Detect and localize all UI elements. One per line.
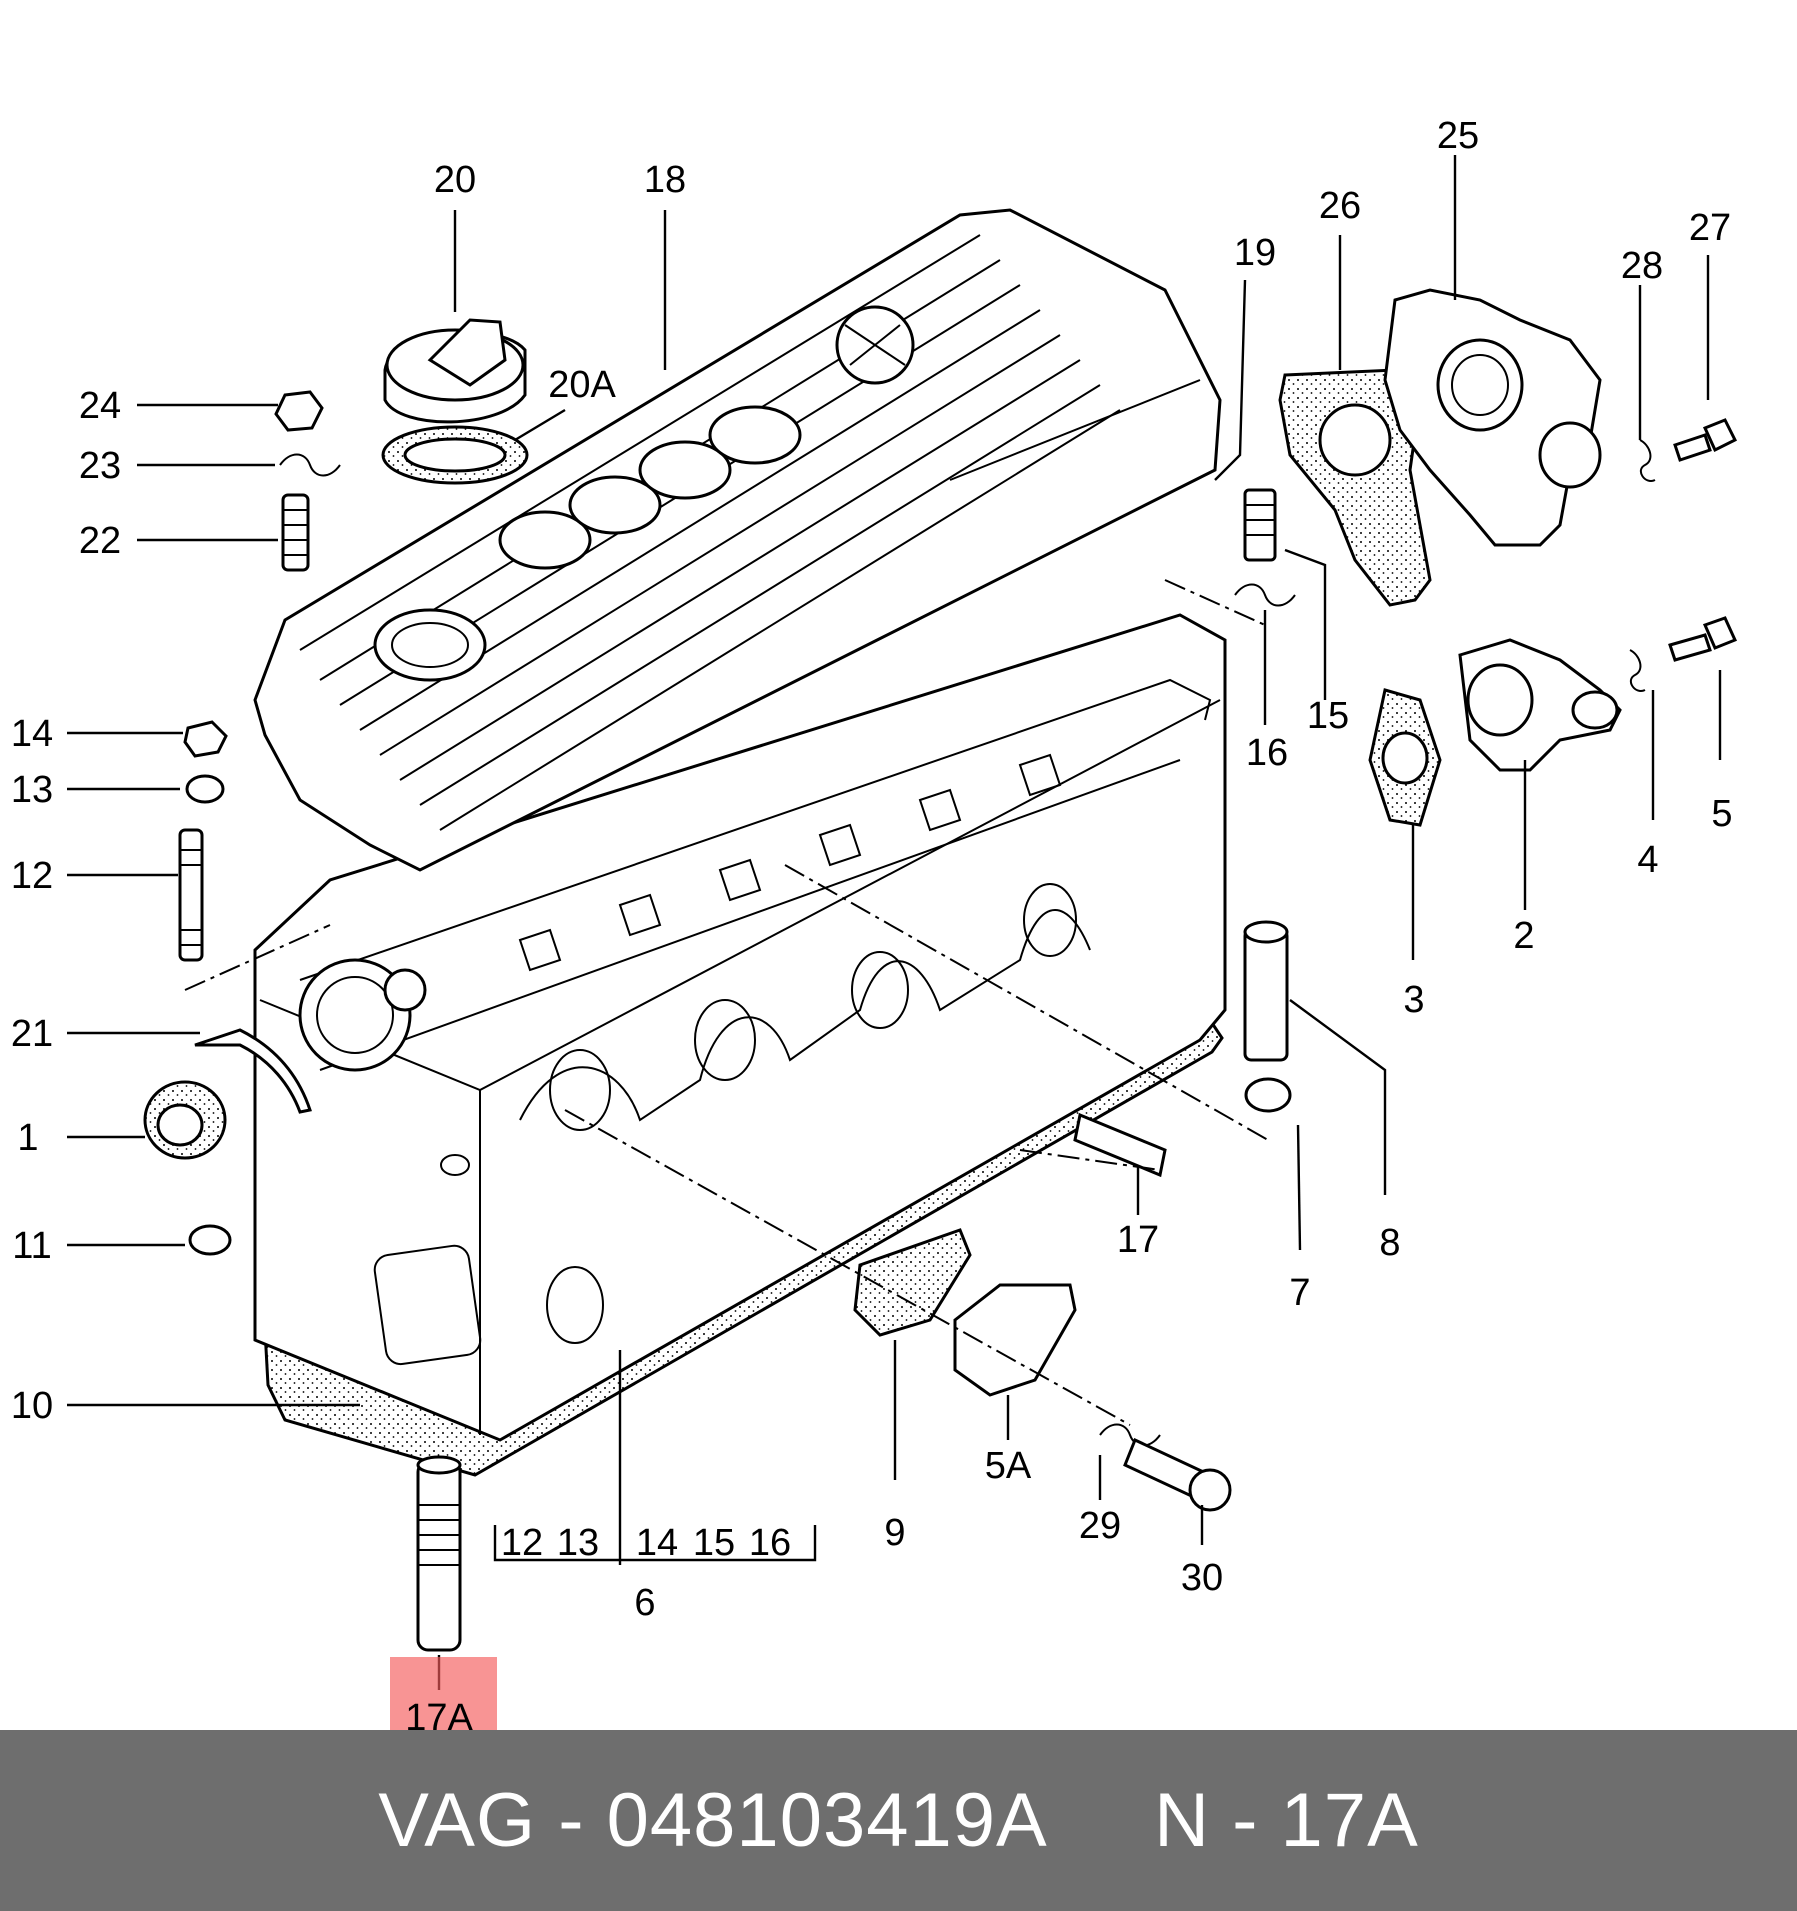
group-label-13: 13 [557, 1522, 599, 1564]
group-label-14: 14 [636, 1522, 678, 1564]
callout-3: 3 [1403, 979, 1424, 1021]
callout-28: 28 [1621, 245, 1663, 287]
oil-filler-cap [381, 318, 529, 485]
callout-20: 20 [434, 159, 476, 201]
callout-20a: 20A [548, 364, 616, 406]
valve-cover [253, 208, 1222, 872]
callout-6: 6 [634, 1582, 655, 1624]
callout-10: 10 [11, 1385, 53, 1427]
callout-30: 30 [1181, 1557, 1223, 1599]
callout-22: 22 [79, 520, 121, 562]
highlighted-part-marker [390, 1657, 497, 1730]
leader-lines [67, 155, 1722, 1690]
callout-21: 21 [11, 1013, 53, 1055]
callout-8: 8 [1379, 1222, 1400, 1264]
camshaft-lobes [518, 753, 1062, 972]
group-label-16: 16 [749, 1522, 791, 1564]
left-parts [143, 390, 341, 1256]
callout-17: 17 [1117, 1219, 1159, 1261]
valve-guide-17a [416, 1455, 462, 1652]
callout-5a: 5A [985, 1445, 1032, 1487]
cylinder-head [253, 613, 1227, 1442]
group-label-12: 12 [501, 1522, 543, 1564]
right-parts [853, 288, 1738, 1512]
callout-19: 19 [1234, 232, 1276, 274]
callout-23: 23 [79, 445, 121, 487]
callout-1: 1 [17, 1117, 38, 1159]
callout-9: 9 [884, 1512, 905, 1554]
callout-18: 18 [644, 159, 686, 201]
part-number-footer: VAG - 048103419A N - 17A [0, 1730, 1797, 1911]
callout-29: 29 [1079, 1505, 1121, 1547]
part-number-text: VAG - 048103419A N - 17A [378, 1778, 1419, 1863]
callout-13: 13 [11, 769, 53, 811]
alignment-lines [184, 579, 1269, 1426]
engine-cylinder-head-diagram: 24 23 22 14 13 12 21 1 11 10 20 18 20A 1… [11, 115, 1738, 1690]
callout-26: 26 [1319, 185, 1361, 227]
callout-5: 5 [1711, 793, 1732, 835]
callout-7: 7 [1289, 1272, 1310, 1314]
callout-15: 15 [1307, 695, 1349, 737]
callout-27: 27 [1689, 207, 1731, 249]
callout-12: 12 [11, 855, 53, 897]
callout-2: 2 [1513, 915, 1534, 957]
callout-labels: 24 23 22 14 13 12 21 1 11 10 20 18 20A 1… [11, 115, 1733, 1624]
callout-4: 4 [1637, 839, 1658, 881]
callout-25: 25 [1437, 115, 1479, 157]
callout-14: 14 [11, 713, 53, 755]
callout-24: 24 [79, 385, 121, 427]
group-label-15: 15 [693, 1522, 735, 1564]
callout-11: 11 [12, 1225, 51, 1267]
callout-16: 16 [1246, 732, 1288, 774]
